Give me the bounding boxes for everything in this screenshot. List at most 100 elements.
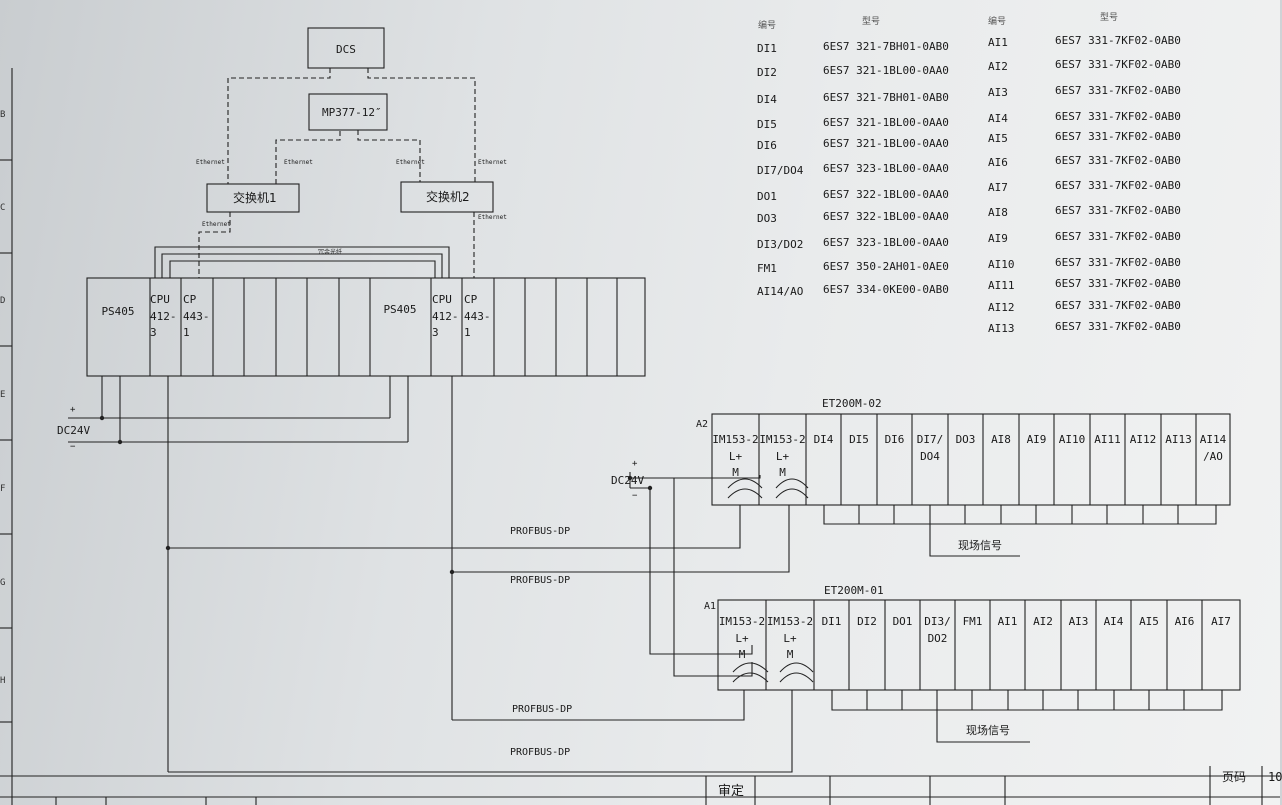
parts-header-id-1: 编号: [758, 21, 777, 31]
right-power-plus: +: [632, 459, 638, 469]
parts-left-model: 6ES7 334-0KE00-0AB0: [823, 283, 949, 296]
et200m-02-module-line: M: [732, 466, 739, 479]
switch1-box: [206, 183, 300, 213]
profibus-label-1: PROFBUS-DP: [510, 526, 571, 537]
et200m-01-module-line: M: [786, 648, 794, 661]
parts-left-id: DO3: [757, 212, 777, 225]
parts-right-id: AI10: [988, 258, 1015, 271]
rack-cp-2: CP 443-1: [464, 292, 496, 342]
border-letter-d: D: [0, 296, 6, 306]
et200m-02-module: DI4: [806, 432, 841, 449]
rack-ps405-2-label: PS405: [383, 303, 417, 316]
border-letter-g: G: [0, 578, 6, 588]
et200m-02-module-line: L+: [775, 449, 790, 463]
parts-right-model: 6ES7 331-7KF02-0AB0: [1055, 110, 1181, 123]
parts-right-model: 6ES7 331-7KF02-0AB0: [1055, 277, 1181, 290]
et200m-02-module-line: AI12: [1129, 433, 1157, 446]
parts-right-id: AI5: [988, 132, 1008, 145]
et200m-01-module: AI1: [990, 614, 1025, 631]
et200m-01-module-line: AI3: [1068, 615, 1089, 628]
dcs-box: [307, 27, 385, 69]
et200m-01-module: DI1: [814, 614, 849, 631]
hmi-label: MP377-12″: [322, 106, 382, 119]
rack-ps405-1-label: PS405: [101, 305, 135, 318]
parts-left-id: DI5: [757, 118, 777, 131]
rack-cpu-2: CPU 412-3: [432, 292, 464, 342]
parts-right-id: AI1: [988, 36, 1008, 49]
parts-right-id: AI3: [988, 86, 1008, 99]
et200m-02-module-line: L+: [728, 449, 743, 463]
parts-left-id: DO1: [757, 190, 777, 203]
parts-left-model: 6ES7 323-1BL00-0AA0: [823, 162, 949, 175]
et200m-02-module: AI14/AO: [1196, 432, 1230, 465]
et200m-01-module-line: DI1: [821, 615, 842, 628]
ethernet-label-3: Ethernet: [396, 159, 425, 166]
parts-right-model: 6ES7 331-7KF02-0AB0: [1055, 58, 1181, 71]
parts-right-model: 6ES7 331-7KF02-0AB0: [1055, 230, 1181, 243]
ethernet-label-5: Ethernet: [202, 221, 231, 228]
parts-left-id: DI1: [757, 42, 777, 55]
parts-right-id: AI6: [988, 156, 1008, 169]
left-power-minus: −: [70, 442, 76, 452]
et200m-01-module-line: AI1: [997, 615, 1018, 628]
parts-right-model: 6ES7 331-7KF02-0AB0: [1055, 154, 1181, 167]
parts-right-id: AI8: [988, 206, 1008, 219]
et200m-02-module: DO3: [948, 432, 983, 449]
rack-cp-2-line2: 443-1: [464, 309, 491, 340]
profibus-label-4: PROFBUS-DP: [510, 747, 571, 758]
et200m-01-module: FM1: [955, 614, 990, 631]
parts-right-model: 6ES7 331-7KF02-0AB0: [1055, 299, 1181, 312]
et200m-02-module-line: DO4: [920, 449, 940, 463]
ethernet-label-1: Ethernet: [196, 159, 225, 166]
et200m-01-module: DI2: [849, 614, 885, 631]
et200m-01-module: AI7: [1202, 614, 1240, 631]
et200m-02-module: AI10: [1054, 432, 1090, 449]
et200m-01-module-line: DI2: [857, 615, 877, 628]
et200m-01-module: AI2: [1025, 614, 1061, 631]
rack-cpu-1: CPU 412-3: [150, 292, 182, 342]
et200m-02-module-line: DI4: [813, 433, 834, 446]
border-letter-b: B: [0, 110, 6, 120]
et200m-01-module: DI3/DO2: [920, 614, 955, 647]
parts-left-id: DI4: [757, 93, 777, 106]
border-letter-h: H: [0, 676, 6, 686]
rack-cpu-1-line1: CPU: [150, 293, 170, 306]
parts-left-id: DI3/DO2: [757, 238, 804, 251]
et200m-01-module-line: IM153-2: [718, 615, 766, 628]
parts-left-id: DI2: [757, 66, 777, 79]
et200m-01-module-line: FM1: [962, 615, 983, 628]
parts-left-id: DI7/DO4: [757, 164, 804, 177]
dcs-label: DCS: [336, 43, 356, 56]
parts-right-id: AI7: [988, 181, 1008, 194]
et200m-01-module: AI5: [1131, 614, 1167, 631]
hmi-box: [308, 93, 388, 131]
et200m-02-module-line: DI6: [884, 433, 905, 446]
parts-left-model: 6ES7 321-1BL00-0AA0: [823, 137, 949, 150]
et200m-01-module-line: AI7: [1211, 615, 1231, 628]
rack-ps405-2: PS405: [371, 302, 429, 319]
et200m-02-module: DI5: [841, 432, 877, 449]
et200m-02-module-line: IM153-2: [759, 433, 806, 446]
ethernet-label-2: Ethernet: [284, 159, 313, 166]
parts-right-model: 6ES7 331-7KF02-0AB0: [1055, 130, 1181, 143]
rack-cpu-2-line1: CPU: [432, 293, 452, 306]
et200m-01-module: AI4: [1096, 614, 1131, 631]
parts-left-id: DI6: [757, 139, 777, 152]
parts-left-model: 6ES7 321-1BL00-0AA0: [823, 64, 949, 77]
et200m-02-rack: [711, 413, 1231, 506]
border-letter-e: E: [0, 390, 6, 400]
rack-cp-1-line2: 443-1: [183, 309, 210, 340]
et200m-02-module-line: AI9: [1026, 433, 1047, 446]
main-rack: [86, 277, 646, 377]
parts-left-model: 6ES7 321-1BL00-0AA0: [823, 116, 949, 129]
et200m-02-module-line: M: [779, 466, 786, 479]
title-block-page-label: 页码: [1222, 770, 1247, 784]
et200m-02-module: AI9: [1019, 432, 1054, 449]
redundant-link-label: 冗余光纤: [318, 249, 343, 256]
et200m-01-module: AI6: [1167, 614, 1202, 631]
